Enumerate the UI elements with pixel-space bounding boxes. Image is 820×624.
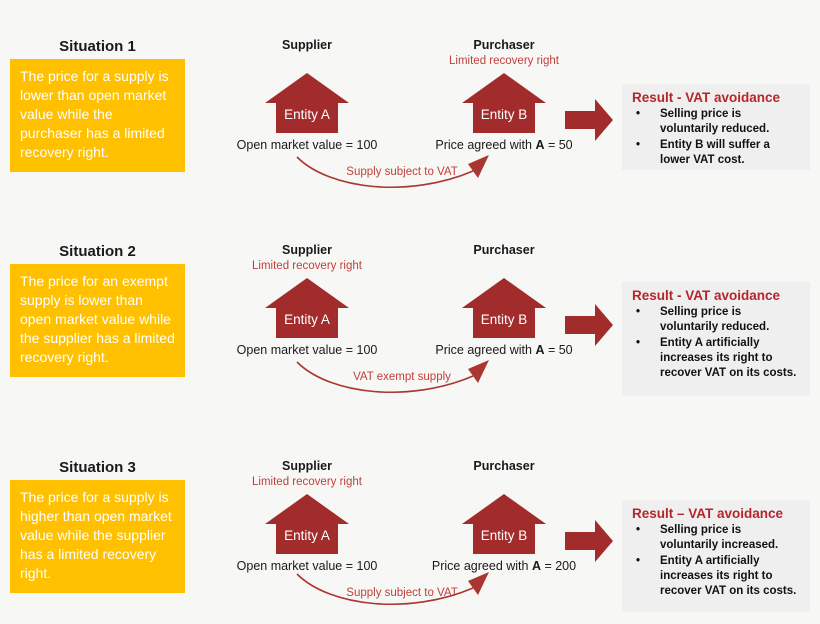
supplier-recovery-note: Limited recovery right — [252, 476, 362, 488]
result-title: Result - VAT avoidance — [632, 90, 781, 105]
supplier-recovery-note: Limited recovery right — [252, 260, 362, 272]
house-icon — [462, 494, 546, 554]
flow-label: VAT exempt supply — [353, 371, 451, 383]
price-suffix: = 200 — [540, 559, 577, 573]
result-title: Result – VAT avoidance — [632, 506, 784, 521]
supplier-value-label: Open market value = 100 — [236, 343, 378, 357]
purchaser-price-label: Price agreed with A = 50 — [384, 343, 624, 357]
result-bullet: Entity A artificially increases its righ… — [630, 554, 802, 599]
price-suffix: = 50 — [544, 138, 573, 152]
entity-label: Entity A — [284, 107, 330, 122]
entity-label: Entity A — [284, 312, 330, 327]
supplier-value-label: Open market value = 100 — [236, 559, 378, 573]
supplier-house: Entity A — [265, 278, 349, 338]
result-bullet: Entity A artificially increases its righ… — [630, 336, 802, 381]
entity-label: Entity A — [284, 528, 330, 543]
purchaser-recovery-note: Limited recovery right — [449, 55, 559, 67]
purchaser-header-label: Purchaser — [473, 459, 535, 473]
house-icon — [265, 73, 349, 133]
entity-label: Entity B — [480, 312, 528, 327]
price-bold-entity: A — [531, 559, 541, 573]
supplier-value-label: Open market value = 100 — [236, 138, 378, 152]
entity-label: Entity B — [480, 107, 528, 122]
result-bullet-list: Selling price is voluntarily reduced. En… — [630, 305, 802, 381]
arrow-right-icon — [565, 520, 613, 562]
result-title: Result - VAT avoidance — [632, 288, 781, 303]
supplier-house: Entity A — [265, 73, 349, 133]
purchaser-header-label: Purchaser — [473, 38, 535, 52]
situation-title: Situation 3 — [59, 459, 136, 476]
price-suffix: = 50 — [544, 343, 573, 357]
supplier-header-label: Supplier — [281, 459, 332, 473]
purchaser-house: Entity B — [462, 278, 546, 338]
price-prefix: Price agreed with — [431, 559, 532, 573]
price-prefix: Price agreed with — [435, 138, 536, 152]
situation-2-row: Situation 2 The price for an exempt supp… — [0, 233, 820, 438]
result-box: Result – VAT avoidance Selling price is … — [622, 500, 810, 612]
purchaser-house: Entity B — [462, 494, 546, 554]
house-icon — [265, 494, 349, 554]
purchaser-price-label: Price agreed with A = 50 — [384, 138, 624, 152]
result-bullet: Selling price is voluntarily reduced. — [630, 305, 802, 335]
result-bullet: Entity B will suffer a lower VAT cost. — [630, 138, 802, 168]
result-bullet: Selling price is voluntarily reduced. — [630, 107, 802, 137]
purchaser-price-label: Price agreed with A = 200 — [384, 559, 624, 573]
purchaser-header-label: Purchaser — [473, 243, 535, 257]
arrow-right-icon — [565, 304, 613, 346]
situation-3-row: Situation 3 The price for a supply is hi… — [0, 449, 820, 624]
arrow-right-icon — [565, 99, 613, 141]
purchaser-house: Entity B — [462, 73, 546, 133]
flow-label: Supply subject to VAT — [346, 587, 458, 599]
result-bullet-list: Selling price is voluntarily reduced. En… — [630, 107, 802, 168]
result-bullet-list: Selling price is voluntarily increased. … — [630, 523, 802, 599]
entity-label: Entity B — [480, 528, 528, 543]
price-bold-entity: A — [535, 343, 545, 357]
situation-description-box: The price for a supply is lower than ope… — [10, 59, 185, 172]
flow-label: Supply subject to VAT — [346, 166, 458, 178]
price-prefix: Price agreed with — [435, 343, 536, 357]
result-bullet: Selling price is voluntarily increased. — [630, 523, 802, 553]
house-icon — [462, 73, 546, 133]
situation-description-box: The price for an exempt supply is lower … — [10, 264, 185, 377]
situation-1-row: Situation 1 The price for a supply is lo… — [0, 28, 820, 233]
price-bold-entity: A — [535, 138, 545, 152]
supplier-house: Entity A — [265, 494, 349, 554]
situation-title: Situation 2 — [59, 243, 136, 260]
situation-description-box: The price for a supply is higher than op… — [10, 480, 185, 593]
supplier-header-label: Supplier — [281, 243, 332, 257]
result-box: Result - VAT avoidance Selling price is … — [622, 282, 810, 396]
situation-title: Situation 1 — [59, 38, 136, 55]
supplier-header-label: Supplier — [281, 38, 332, 52]
house-icon — [462, 278, 546, 338]
house-icon — [265, 278, 349, 338]
result-box: Result - VAT avoidance Selling price is … — [622, 84, 810, 170]
